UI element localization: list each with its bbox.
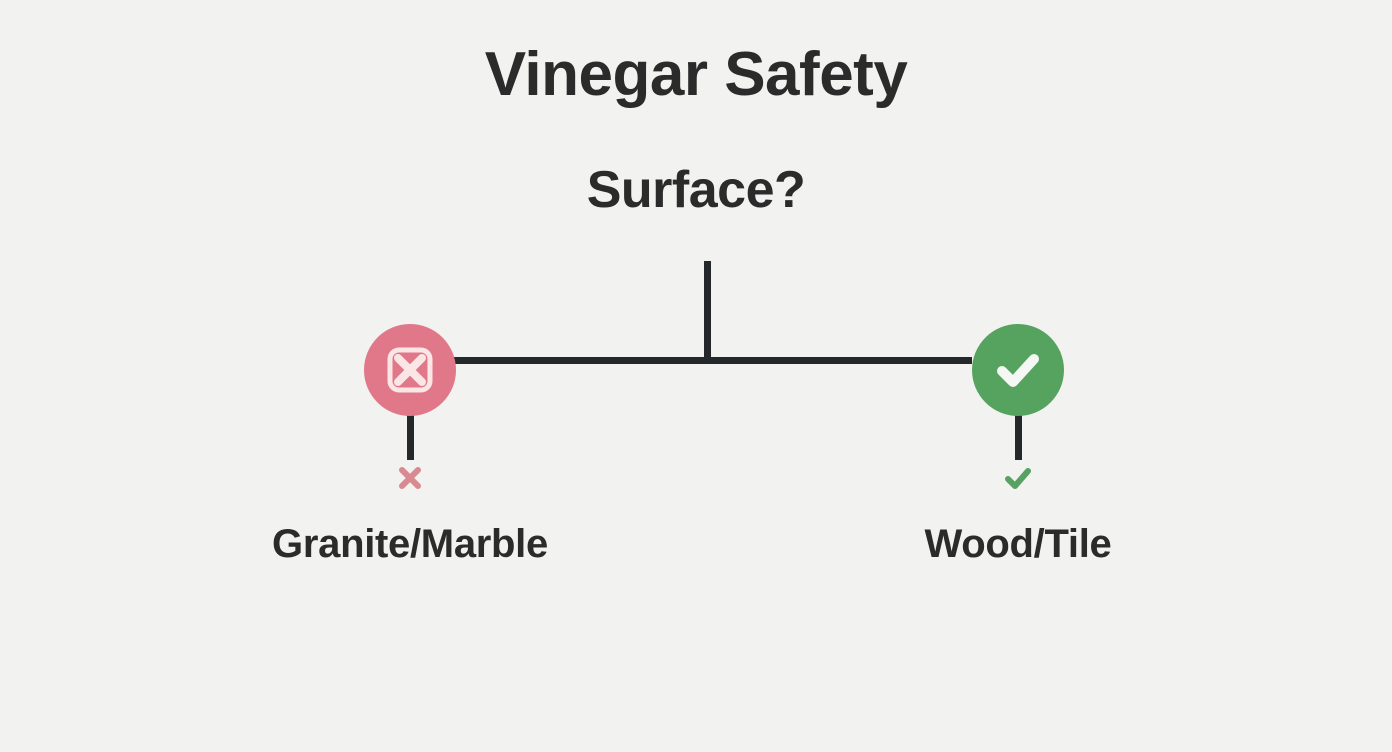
connector-vertical-stem xyxy=(704,261,711,364)
check-icon xyxy=(989,341,1047,399)
diagram-subtitle: Surface? xyxy=(586,161,806,219)
branch-node-safe[interactable] xyxy=(972,324,1064,416)
branch-node-unsafe[interactable] xyxy=(364,324,456,416)
status-mark-unsafe xyxy=(390,458,430,498)
connector-horizontal-bar xyxy=(452,357,972,364)
box-x-icon xyxy=(382,342,438,398)
branch-label-unsafe: Granite/Marble xyxy=(272,522,548,566)
x-mark-icon xyxy=(394,462,426,494)
branch-label-safe: Wood/Tile xyxy=(924,522,1112,566)
connector-drop-stub-right xyxy=(1015,412,1022,460)
status-mark-safe xyxy=(998,458,1038,498)
diagram-title: Vinegar Safety xyxy=(484,40,908,109)
check-mark-icon xyxy=(1001,461,1035,495)
connector-drop-stub-left xyxy=(407,412,414,460)
